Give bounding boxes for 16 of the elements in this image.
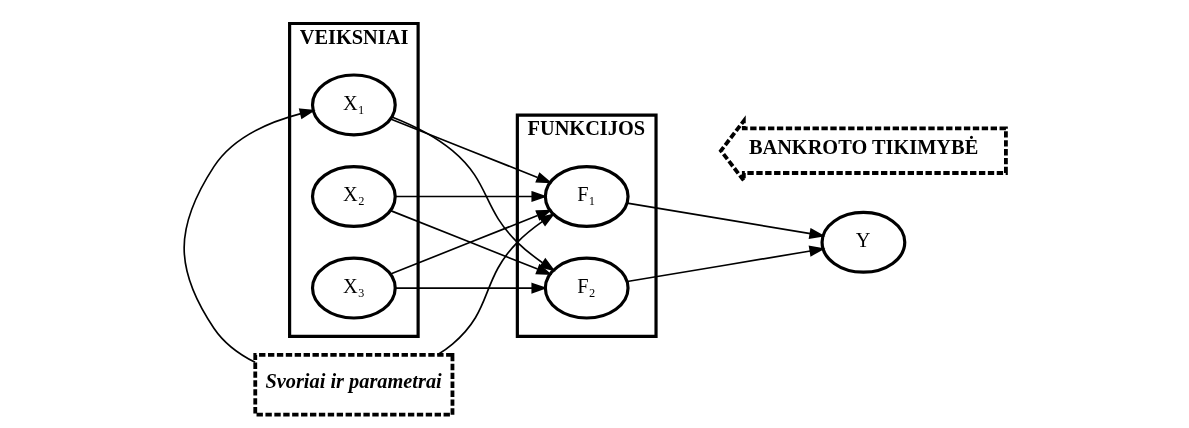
arrow <box>625 245 825 283</box>
node-box: Svoriai ir parametrai <box>252 353 454 417</box>
arrow <box>389 118 552 184</box>
arrow <box>625 202 825 240</box>
node-ellipse: X₂ <box>310 165 397 228</box>
node-ellipse: F₂ <box>543 256 630 320</box>
arrow <box>182 108 316 364</box>
arrow <box>390 116 556 272</box>
node-ellipse: X₁ <box>310 73 397 137</box>
node-ellipse: F₁ <box>543 165 630 228</box>
arrow <box>393 282 547 294</box>
arrow <box>389 209 552 275</box>
node-ellipse: X₃ <box>310 256 397 320</box>
arrow <box>393 190 547 203</box>
arrow <box>436 212 555 356</box>
node-ellipse: Y <box>820 210 906 274</box>
